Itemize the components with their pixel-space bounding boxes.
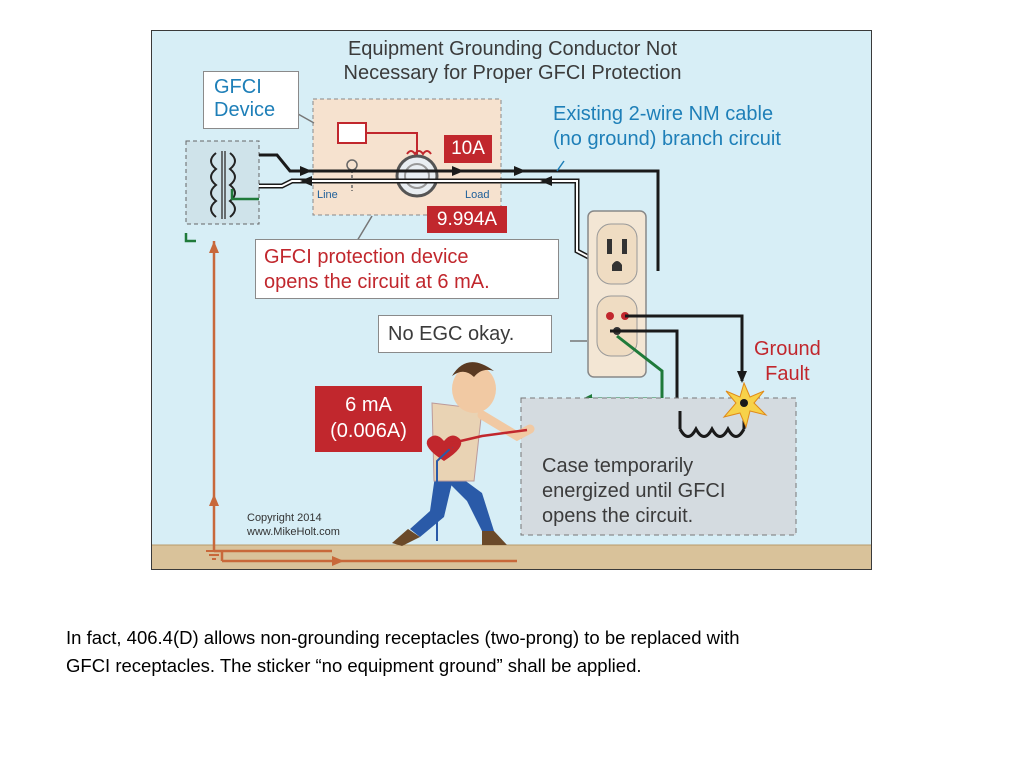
floor bbox=[152, 545, 871, 569]
winding-icon bbox=[678, 425, 746, 438]
caption-text: In fact, 406.4(D) allows non-grounding r… bbox=[66, 627, 740, 676]
cable-label-line-2: (no ground) branch circuit bbox=[553, 128, 781, 150]
protection-line-1: GFCI protection device bbox=[264, 246, 469, 268]
copyright-note: Copyright 2014 www.MikeHolt.com bbox=[247, 511, 340, 539]
copyright-line-1: Copyright 2014 bbox=[247, 512, 322, 524]
title-line-1: Equipment Grounding Conductor Not bbox=[347, 38, 678, 60]
neutral-conductor bbox=[259, 178, 602, 266]
ground-fault-label: Ground Fault bbox=[754, 337, 821, 387]
case-energized-note: Case temporarily energized until GFCI op… bbox=[542, 454, 725, 529]
diagram-artwork bbox=[152, 98, 871, 569]
shock-line-1: 6 mA bbox=[345, 394, 392, 416]
cable-label-line-1: Existing 2-wire NM cable bbox=[553, 103, 774, 125]
title-line-2: Necessary for Proper GFCI Protection bbox=[343, 62, 682, 84]
gfci-diagram: Equipment Grounding Conductor Not Necess… bbox=[151, 30, 872, 570]
protection-note: GFCI protection device opens the circuit… bbox=[255, 239, 559, 299]
person-figure bbox=[392, 362, 535, 546]
ground-symbol-icon bbox=[206, 550, 222, 560]
copyright-line-2: www.MikeHolt.com bbox=[247, 526, 340, 538]
case-line-1: Case temporarily bbox=[542, 455, 694, 477]
shock-line-2: (0.006A) bbox=[330, 420, 407, 442]
case-line-2: energized until GFCI bbox=[542, 480, 726, 502]
protection-line-2: opens the circuit at 6 mA. bbox=[264, 271, 490, 293]
case-line-3: opens the circuit. bbox=[542, 505, 694, 527]
load-terminal-label: Load bbox=[465, 189, 490, 201]
no-egc-note: No EGC okay. bbox=[378, 315, 552, 353]
energized-case-area bbox=[520, 397, 797, 536]
shock-current-badge: 6 mA (0.006A) bbox=[315, 386, 422, 452]
current-transformer-icon bbox=[395, 154, 439, 198]
line-terminal-label: Line bbox=[317, 189, 338, 201]
cable-label: Existing 2-wire NM cable (no ground) bra… bbox=[553, 102, 781, 152]
line-current-badge: 10A bbox=[444, 135, 492, 163]
gfci-label-line-1: GFCI bbox=[214, 76, 262, 98]
diagram-title: Equipment Grounding Conductor Not Necess… bbox=[152, 37, 871, 85]
ground-fault-line-2: Fault bbox=[765, 363, 810, 385]
gfci-device-label: GFCI Device bbox=[203, 71, 299, 129]
transformer-icon bbox=[185, 140, 260, 225]
ground-fault-line-1: Ground bbox=[754, 338, 821, 360]
receptacle-icon bbox=[587, 210, 647, 378]
load-current-badge: 9.994A bbox=[427, 206, 507, 233]
gfci-label-line-2: Device bbox=[214, 99, 276, 121]
current-arrows bbox=[300, 166, 552, 186]
